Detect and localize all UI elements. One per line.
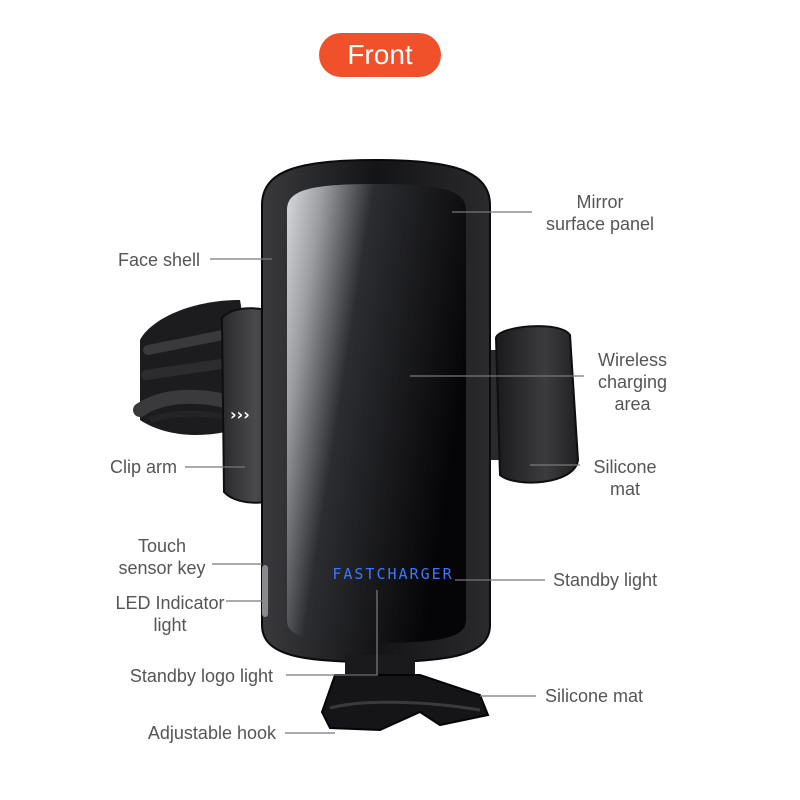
label-mirror-surface-panel: Mirror surface panel — [545, 192, 655, 234]
label-silicone-mat-bottom: Silicone mat — [545, 686, 644, 706]
leader-lines — [185, 211, 584, 734]
label-standby-logo-light: Standby logo light — [129, 666, 273, 686]
svg-text:›››: ››› — [230, 405, 250, 424]
label-standby-light: Standby light — [553, 570, 658, 590]
label-touch-sensor-key: Touch sensor key — [118, 536, 206, 578]
standby-logo: FASTCHARGER — [332, 565, 453, 583]
label-face-shell: Face shell — [117, 250, 200, 270]
label-adjustable-hook: Adjustable hook — [147, 723, 276, 743]
label-silicone-mat-side: Silicone mat — [593, 457, 657, 499]
label-led-indicator-light: LED Indicator light — [115, 593, 225, 635]
side-pad — [476, 325, 580, 484]
label-wireless-charging-area: Wireless charging area — [597, 350, 668, 414]
adjustable-hook — [320, 655, 490, 732]
front-badge: Front — [319, 33, 441, 77]
mirror-panel — [287, 184, 466, 643]
touch-sensor-key — [262, 565, 268, 617]
label-clip-arm: Clip arm — [109, 457, 177, 477]
